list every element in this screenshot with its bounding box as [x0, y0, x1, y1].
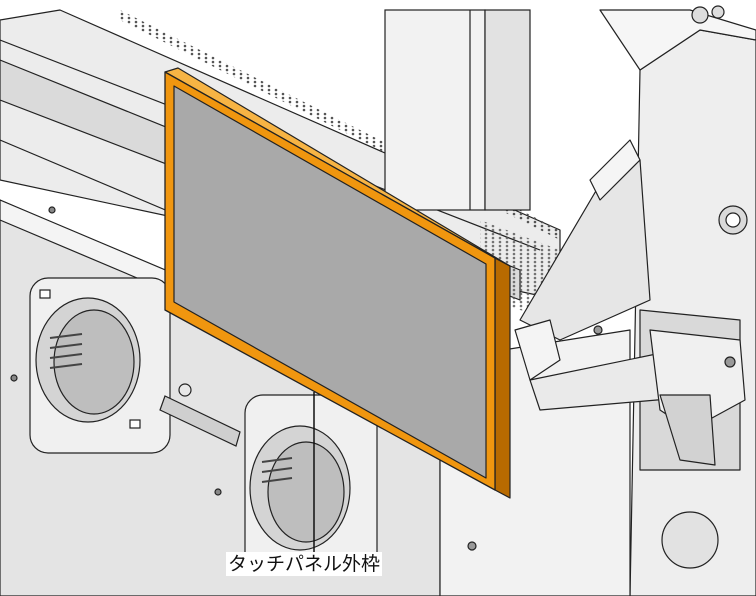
monitor-arm: [514, 319, 746, 466]
touch-panel-screen: [173, 85, 487, 479]
support-column: [384, 9, 531, 211]
touch-panel: [164, 67, 511, 499]
callout-label-touch-panel-frame: タッチパネル外枠: [226, 552, 383, 576]
support-bracket: [519, 139, 651, 341]
touch-panel-frame-side: [494, 257, 511, 499]
fan-unit-center: [244, 394, 378, 576]
handle-bar: [159, 383, 241, 447]
fan-unit-left: [29, 277, 171, 454]
